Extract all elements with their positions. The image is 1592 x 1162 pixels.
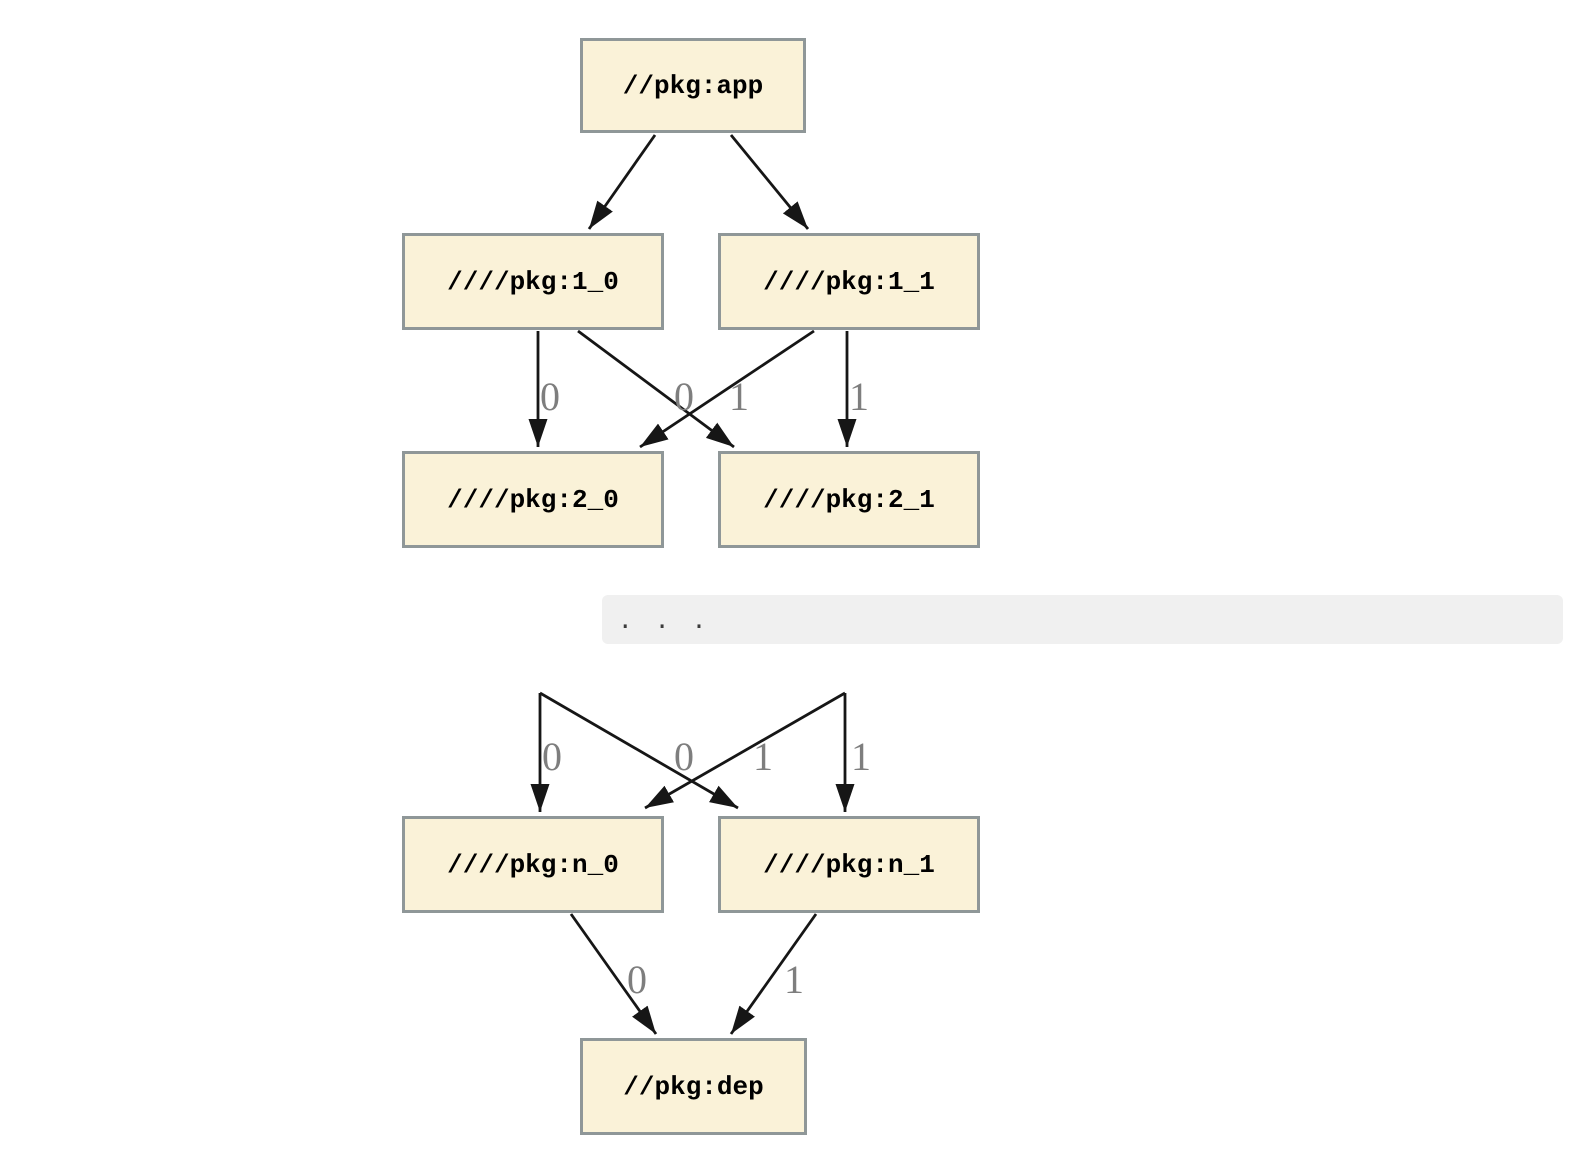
edge-1-0-to-2-1 <box>577 329 735 449</box>
edge-cut-to-n-1-diagonal <box>539 691 739 810</box>
edge-label-1-1-to-2-0: 1 <box>729 374 749 419</box>
edge-label-1-1-to-2-1: 1 <box>849 374 869 419</box>
edge-label-n-0-to-dep: 0 <box>627 957 647 1002</box>
edge-label-cut-to-n-0-diagonal: 1 <box>753 734 773 779</box>
edge-n-1-to-dep <box>729 913 818 1035</box>
edge-label-1-0-to-2-0: 0 <box>540 374 560 419</box>
edge-app-to-1-0 <box>587 134 657 230</box>
edge-n-0-to-dep <box>569 913 658 1035</box>
edge-cut-to-n-0-diagonal <box>644 691 846 810</box>
node-pkg-n-0: ////pkg:n_0 <box>402 816 664 913</box>
graph-bottom-edges <box>530 691 855 1035</box>
edge-label-n-1-to-dep: 1 <box>784 957 804 1002</box>
node-pkg-app: //pkg:app <box>580 38 806 133</box>
edge-1-1-to-2-0 <box>639 329 815 449</box>
node-pkg-2-1: ////pkg:2_1 <box>718 451 980 548</box>
node-pkg-n-1: ////pkg:n_1 <box>718 816 980 913</box>
ellipsis-text: . . . <box>618 605 711 634</box>
edge-label-1-0-to-2-1: 0 <box>674 374 694 419</box>
graph-top-edges <box>528 134 857 449</box>
edge-app-to-1-1 <box>729 134 810 230</box>
node-pkg-1-0: ////pkg:1_0 <box>402 233 664 330</box>
ellipsis-code-block: . . . <box>602 595 1563 644</box>
node-pkg-dep: //pkg:dep <box>580 1038 807 1135</box>
node-pkg-2-0: ////pkg:2_0 <box>402 451 664 548</box>
node-pkg-1-1: ////pkg:1_1 <box>718 233 980 330</box>
edge-label-cut-to-n-0-vertical: 0 <box>542 734 562 779</box>
edge-label-cut-to-n-1-vertical: 1 <box>851 734 871 779</box>
edge-label-cut-to-n-1-diagonal: 0 <box>674 734 694 779</box>
